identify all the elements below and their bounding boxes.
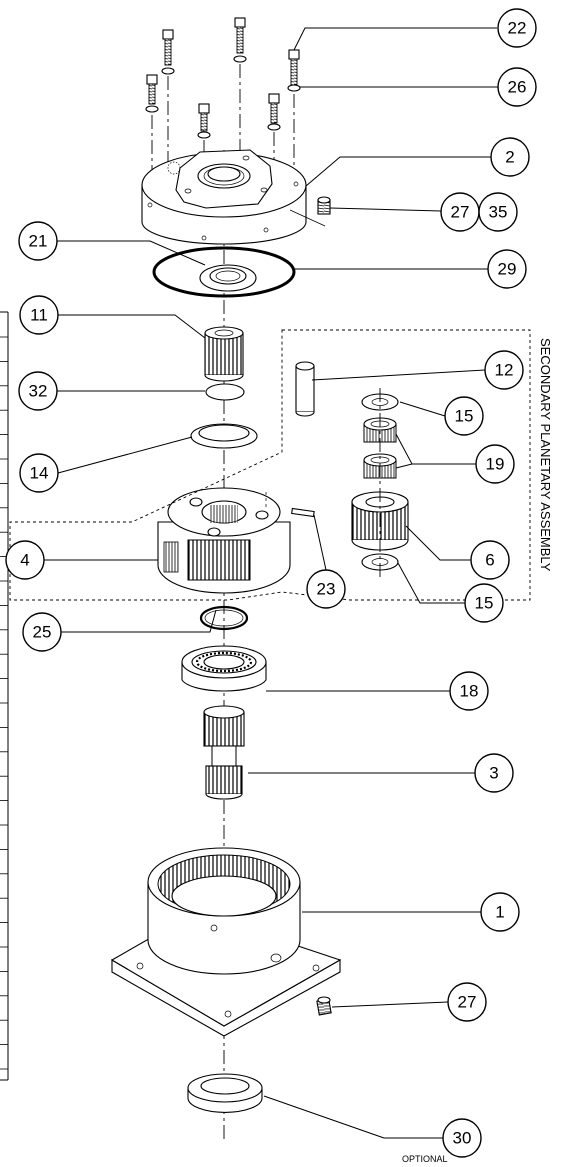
callout-27-lower: 27 — [447, 982, 487, 1022]
secondary-assembly-boundary — [9, 329, 531, 601]
callout-29: 29 — [487, 249, 527, 289]
bolt — [145, 74, 159, 195]
svg-text:23: 23 — [317, 580, 336, 599]
svg-text:21: 21 — [29, 232, 48, 251]
thrust-washer — [205, 383, 245, 401]
svg-text:4: 4 — [20, 551, 29, 570]
plug-lower — [316, 996, 332, 1016]
callout-12: 12 — [484, 350, 524, 390]
bolt — [161, 29, 175, 165]
svg-text:11: 11 — [30, 306, 48, 325]
callout-4: 4 — [5, 540, 45, 580]
callout-35: 35 — [478, 192, 518, 232]
svg-text:14: 14 — [30, 464, 49, 483]
svg-text:15: 15 — [455, 407, 474, 426]
optional-label: OPTIONAL — [402, 1154, 448, 1164]
callout-21: 21 — [18, 221, 58, 261]
roll-pin — [291, 507, 315, 518]
svg-text:29: 29 — [498, 260, 517, 279]
callout-26: 26 — [497, 67, 537, 107]
planet-carrier — [157, 487, 291, 594]
callout-15-lower: 15 — [464, 583, 504, 623]
svg-text:30: 30 — [453, 1129, 472, 1148]
bolt — [287, 49, 301, 180]
bolt — [233, 17, 247, 163]
callout-1: 1 — [480, 892, 520, 932]
callout-19: 19 — [475, 444, 515, 484]
svg-text:12: 12 — [495, 361, 514, 380]
seal — [199, 264, 257, 292]
svg-text:2: 2 — [505, 148, 514, 167]
svg-text:6: 6 — [485, 551, 494, 570]
bearing-ring — [190, 423, 258, 449]
bolts-group — [145, 17, 301, 239]
callout-3: 3 — [474, 753, 514, 793]
callout-22: 22 — [497, 8, 537, 48]
parts-table-edge — [0, 311, 9, 1081]
ball-bearing — [181, 645, 267, 692]
callout-27-upper: 27 — [440, 192, 480, 232]
svg-text:25: 25 — [33, 623, 52, 642]
ring-gear-housing — [110, 847, 342, 1037]
svg-text:15: 15 — [475, 594, 494, 613]
svg-text:26: 26 — [508, 78, 527, 97]
callout-2: 2 — [490, 137, 530, 177]
snap-ring — [199, 605, 249, 631]
callout-18: 18 — [449, 671, 489, 711]
callout-32: 32 — [18, 371, 58, 411]
callout-15-upper: 15 — [444, 396, 484, 436]
callout-23: 23 — [306, 569, 346, 609]
callout-25: 25 — [22, 612, 62, 652]
callout-14: 14 — [19, 453, 59, 493]
svg-text:19: 19 — [486, 455, 505, 474]
callout-30: 30 — [442, 1118, 482, 1158]
svg-text:3: 3 — [489, 764, 498, 783]
svg-text:35: 35 — [489, 203, 508, 222]
o-ring — [152, 246, 296, 298]
cover-plate — [141, 149, 326, 245]
sun-gear-upper — [204, 326, 244, 382]
svg-text:22: 22 — [508, 19, 527, 38]
planet-shaft — [295, 361, 315, 417]
svg-text:32: 32 — [29, 382, 48, 401]
svg-text:1: 1 — [495, 903, 504, 922]
secondary-assembly-label: SECONDARY PLANETARY ASSEMBLY — [538, 338, 553, 572]
callout-11: 11 — [19, 295, 59, 335]
callout-6: 6 — [470, 540, 510, 580]
svg-text:18: 18 — [460, 682, 479, 701]
optional-seal — [187, 1073, 263, 1113]
output-shaft-gear — [203, 705, 245, 800]
svg-text:27: 27 — [451, 203, 470, 222]
svg-text:27: 27 — [458, 993, 477, 1012]
leader-lines — [44, 27, 500, 1139]
plug-upper — [317, 196, 331, 215]
